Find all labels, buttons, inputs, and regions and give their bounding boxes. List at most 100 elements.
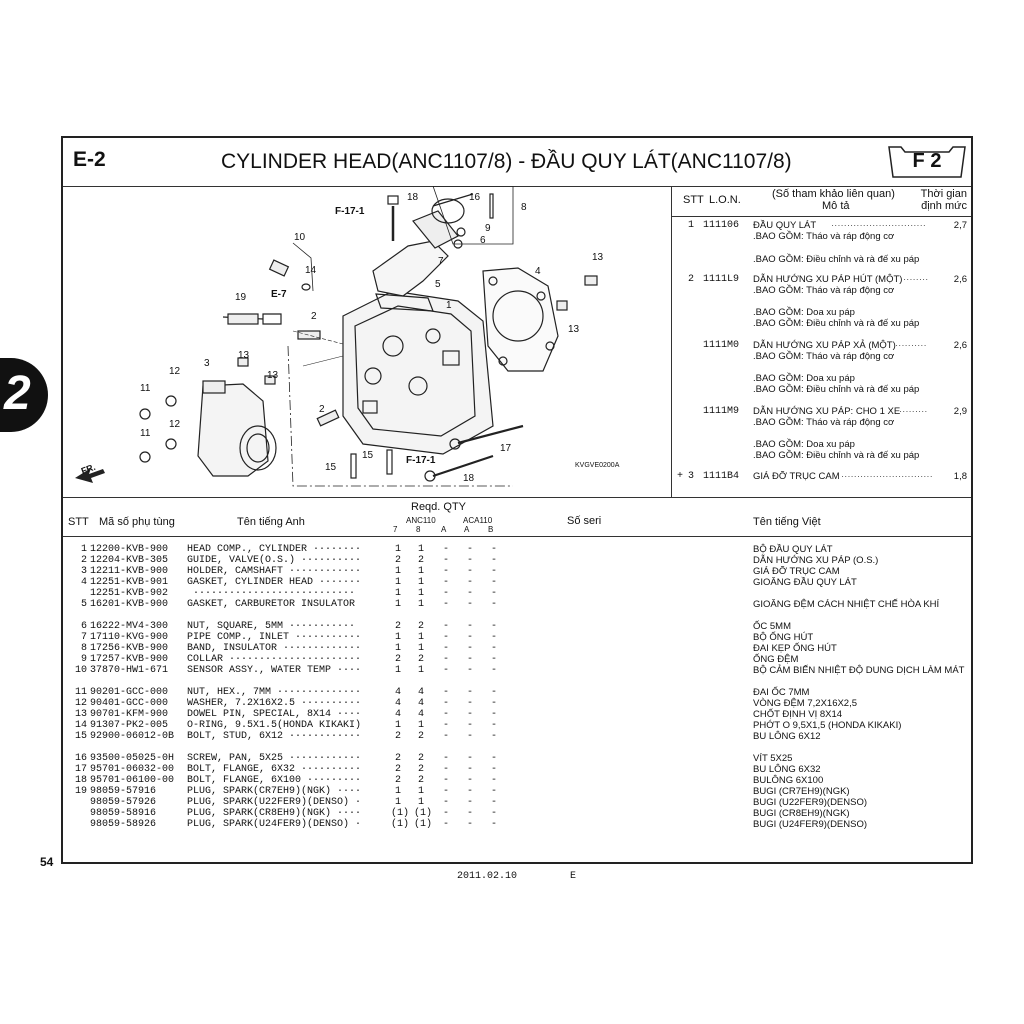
- row-qty: -: [466, 632, 473, 643]
- row-qty: 1: [394, 566, 401, 577]
- row-part-number: 98059-58916: [90, 808, 157, 819]
- callout-14: 14: [305, 265, 317, 276]
- row-part-number: 12204-KVB-305: [90, 555, 169, 566]
- row-qty: 1: [394, 632, 401, 643]
- row-qty: -: [466, 555, 473, 566]
- row-part-number: 98059-57916: [90, 786, 157, 797]
- row-part-number: 91307-PK2-005: [90, 720, 169, 731]
- row-qty: -: [490, 632, 497, 643]
- row-stt: 19: [74, 786, 87, 797]
- row-qty: 1: [417, 797, 424, 808]
- row-qty: -: [490, 775, 497, 786]
- row-qty: -: [466, 808, 473, 819]
- diagram-image-code: KVGVE0200A: [575, 462, 620, 469]
- callout-13c: 13: [238, 350, 250, 361]
- row-qty: -: [442, 599, 449, 610]
- badge-outline-icon: [888, 146, 966, 178]
- row-qty: (1): [414, 819, 433, 830]
- footer-code: E: [570, 871, 577, 882]
- header-stt: STT: [68, 516, 89, 528]
- row-qty: 1: [417, 665, 424, 676]
- row-qty: -: [490, 709, 497, 720]
- row-qty: -: [490, 797, 497, 808]
- ref-f-17-1-bottom[interactable]: F-17-1: [406, 455, 436, 466]
- row-qty: -: [442, 665, 449, 676]
- row-qty: (1): [391, 819, 410, 830]
- row-qty: -: [466, 786, 473, 797]
- section-tab: 2: [0, 358, 48, 432]
- row-name-vn: ĐAI ỐC 7MM: [753, 687, 810, 698]
- footer-date: 2011.02.10: [457, 871, 518, 882]
- callout-11a: 11: [140, 383, 151, 394]
- row-name-vn: ỐC 5MM: [753, 621, 791, 632]
- row-name-vn: BU LÔNG 6X32: [753, 764, 821, 775]
- catalog-page-frame: E-2 CYLINDER HEAD(ANC1107/8) - ĐẦU QUY L…: [61, 136, 973, 864]
- callout-10: 10: [294, 232, 306, 243]
- row-qty: -: [466, 797, 473, 808]
- callout-2a: 2: [311, 311, 317, 322]
- row-name-en: COLLAR ······················: [187, 654, 362, 665]
- row-stt: 10: [74, 665, 87, 676]
- row-qty: 1: [394, 544, 401, 555]
- row-qty: -: [442, 764, 449, 775]
- row-qty: 1: [417, 544, 424, 555]
- row-name-en: DOWEL PIN, SPECIAL, 8X14 ····: [187, 709, 362, 720]
- labour-table-header: STT L.O.N. (Số tham khảo liên quan) Mô t…: [671, 186, 971, 217]
- ref-f-17-1-top[interactable]: F-17-1: [335, 206, 365, 217]
- row-qty: -: [442, 632, 449, 643]
- row-qty: 2: [417, 775, 424, 786]
- row-name-vn: CHỐT ĐỊNH VỊ 8X14: [753, 709, 843, 720]
- row-qty: -: [490, 599, 497, 610]
- row-qty: -: [466, 577, 473, 588]
- row-name-vn: PHỚT O 9,5X1,5 (HONDA KIKAKI): [753, 720, 902, 731]
- row-name-en: PLUG, SPARK(U24FER9)(DENSO) ·: [187, 819, 362, 830]
- row-stt: 13: [74, 709, 87, 720]
- row-name-en: BOLT, FLANGE, 6X100 ·········: [187, 775, 362, 786]
- row-stt: 17: [74, 764, 87, 775]
- callout-8: 8: [521, 202, 527, 213]
- row-qty: 4: [417, 698, 424, 709]
- row-stt: 6: [80, 621, 87, 632]
- row-name-en: PLUG, SPARK(U22FER9)(DENSO) ·: [187, 797, 362, 808]
- row-qty: -: [442, 797, 449, 808]
- row-name-en: NUT, SQUARE, 5MM ···········: [187, 621, 356, 632]
- row-qty: -: [490, 764, 497, 775]
- callout-2b: 2: [319, 404, 325, 415]
- callout-11b: 11: [140, 428, 151, 439]
- row-name-en: PLUG, SPARK(CR8EH9)(NGK) ····: [187, 808, 362, 819]
- row-qty: 1: [417, 588, 424, 599]
- row-stt: 1: [80, 544, 87, 555]
- row-qty: 1: [417, 632, 424, 643]
- row-qty: -: [442, 687, 449, 698]
- row-qty: -: [442, 544, 449, 555]
- row-name-en: SCREW, PAN, 5X25 ············: [187, 753, 362, 764]
- row-stt: 8: [80, 643, 87, 654]
- row-qty: 4: [417, 709, 424, 720]
- row-name-vn: DẪN HƯỚNG XU PÁP (O.S.): [753, 555, 879, 566]
- row-part-number: 37870-HW1-671: [90, 665, 169, 676]
- row-qty: -: [490, 654, 497, 665]
- row-name-vn: ĐAI KẸP ỐNG HÚT: [753, 643, 837, 654]
- row-qty: 2: [394, 753, 401, 764]
- row-qty: -: [490, 544, 497, 555]
- callout-3: 3: [204, 358, 210, 369]
- header-group-aca110: ACA110: [463, 516, 493, 525]
- callout-15a: 15: [325, 462, 337, 473]
- labour-header-time2: định mức: [921, 200, 967, 212]
- ref-e-7[interactable]: E-7: [271, 289, 287, 300]
- row-stt: 2: [80, 555, 87, 566]
- row-name-en: NUT, HEX., 7MM ··············: [187, 687, 362, 698]
- row-part-number: 17110-KVG-900: [90, 632, 169, 643]
- row-qty: 2: [417, 764, 424, 775]
- row-qty: -: [490, 720, 497, 731]
- row-qty: -: [490, 753, 497, 764]
- row-name-vn: VÍT 5X25: [753, 753, 793, 764]
- exploded-diagram: 18 16 8 9 6 7 5 1 4 13 13 10 14 19 2 2 3…: [63, 186, 672, 497]
- row-qty: -: [442, 819, 449, 830]
- row-qty: -: [442, 643, 449, 654]
- row-part-number: 12200-KVB-900: [90, 544, 169, 555]
